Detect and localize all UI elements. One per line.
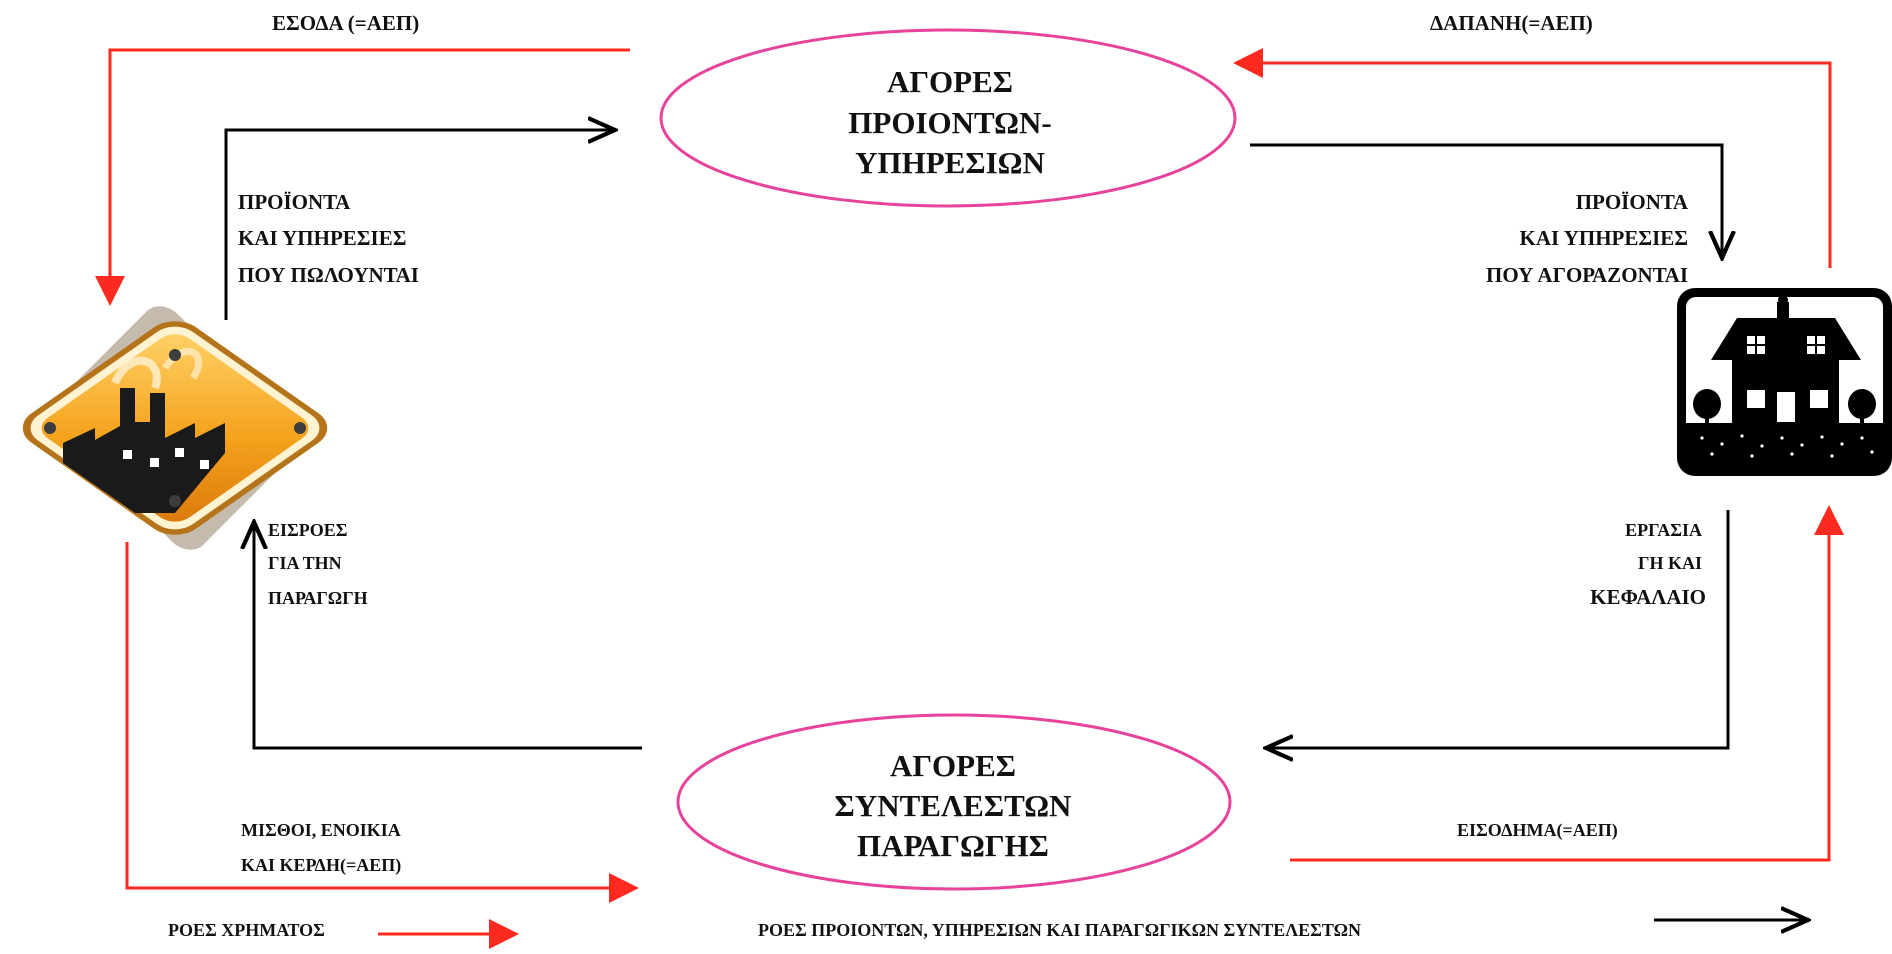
goods-bought-line-2: ΚΑΙ ΥΠΗΡΕΣΙΕΣ [1520,226,1688,250]
factors-market-line-1: ΑΓΟΡΕΣ [890,748,1016,783]
goods-bought-label: ΠΡΟΪΟΝΤΑ ΚΑΙ ΥΠΗΡΕΣΙΕΣ ΠΟΥ ΑΓΟΡΑΖΟΝΤΑΙ [1486,190,1689,287]
products-market: ΑΓΟΡΕΣ ΠΡΟΙΟΝΤΩΝ- ΥΠΗΡΕΣΙΩΝ [659,28,1237,208]
factors-market-line-2: ΣΥΝΤΕΛΕΣΤΩΝ [835,788,1072,823]
products-market-ellipse [659,28,1237,208]
revenue-flow-arrow [95,48,630,306]
inputs-flow-arrow [254,522,642,750]
factors-flow-arrow [1266,510,1730,748]
legend-goods-label: ΡΟΕΣ ΠΡΟΙΟΝΤΩΝ, ΥΠΗΡΕΣΙΩΝ ΚΑΙ ΠΑΡΑΓΩΓΙΚΩ… [758,920,1361,940]
goods-bought-line-3: ΠΟΥ ΑΓΟΡΑΖΟΝΤΑΙ [1486,263,1688,287]
goods-sold-line-1: ΠΡΟΪΟΝΤΑ [238,190,351,214]
income-label: ΕΙΣΟΔΗΜΑ(=ΑΕΠ) [1457,820,1618,841]
goods-bought-flow-arrow [1250,143,1722,258]
money-flows [95,48,1844,949]
goods-bought-line-1: ΠΡΟΪΟΝΤΑ [1576,190,1689,214]
products-market-line-3: ΥΠΗΡΕΣΙΩΝ [855,145,1045,180]
spending-flow-arrow [1233,48,1832,268]
factors-supplied-label: ΕΡΓΑΣΙΑ ΓΗ ΚΑΙ ΚΕΦΑΛΑΙΟ [1590,520,1706,609]
goods-sold-label: ΠΡΟΪΟΝΤΑ ΚΑΙ ΥΠΗΡΕΣΙΕΣ ΠΟΥ ΠΩΛΟΥΝΤΑΙ [238,190,419,287]
goods-sold-line-3: ΠΟΥ ΠΩΛΟΥΝΤΑΙ [238,263,419,287]
wages-line-2: ΚΑΙ ΚΕΡΔΗ(=ΑΕΠ) [241,855,401,876]
inputs-label: ΕΙΣΡΟΕΣ ΓΙΑ ΤΗΝ ΠΑΡΑΓΩΓΗ [268,520,368,608]
inputs-line-2: ΓΙΑ ΤΗΝ [268,553,342,573]
factors-market-ellipse [676,713,1232,891]
products-market-line-1: ΑΓΟΡΕΣ [887,64,1013,99]
factors-supplied-line-3: ΚΕΦΑΛΑΙΟ [1590,585,1706,609]
products-market-line-2: ΠΡΟΙΟΝΤΩΝ- [848,105,1051,140]
wages-flow-arrow [125,542,639,903]
spending-label: ΔΑΠΑΝΗ(=ΑΕΠ) [1430,11,1593,35]
factors-supplied-line-2: ΓΗ ΚΑΙ [1638,553,1702,573]
goods-flows [224,130,1808,920]
revenue-label: ΕΣΟΔΑ (=ΑΕΠ) [272,11,419,35]
goods-sold-flow-arrow [224,130,615,320]
house-icon [1677,288,1892,476]
wages-line-1: ΜΙΣΘΟΙ, ΕΝΟΙΚΙΑ [241,820,401,840]
inputs-line-3: ΠΑΡΑΓΩΓΗ [268,588,368,608]
inputs-line-1: ΕΙΣΡΟΕΣ [268,520,348,540]
wages-label: ΜΙΣΘΟΙ, ΕΝΟΙΚΙΑ ΚΑΙ ΚΕΡΔΗ(=ΑΕΠ) [241,820,401,876]
income-flow-arrow [1290,505,1844,862]
factors-market-line-3: ΠΑΡΑΓΩΓΗΣ [857,828,1049,863]
factors-market: ΑΓΟΡΕΣ ΣΥΝΤΕΛΕΣΤΩΝ ΠΑΡΑΓΩΓΗΣ [676,713,1232,891]
factors-supplied-line-1: ΕΡΓΑΣΙΑ [1625,520,1702,540]
legend-money-label: ΡΟΕΣ ΧΡΗΜΑΤΟΣ [168,920,325,940]
factory-icon [22,306,328,550]
goods-sold-line-2: ΚΑΙ ΥΠΗΡΕΣΙΕΣ [238,226,406,250]
